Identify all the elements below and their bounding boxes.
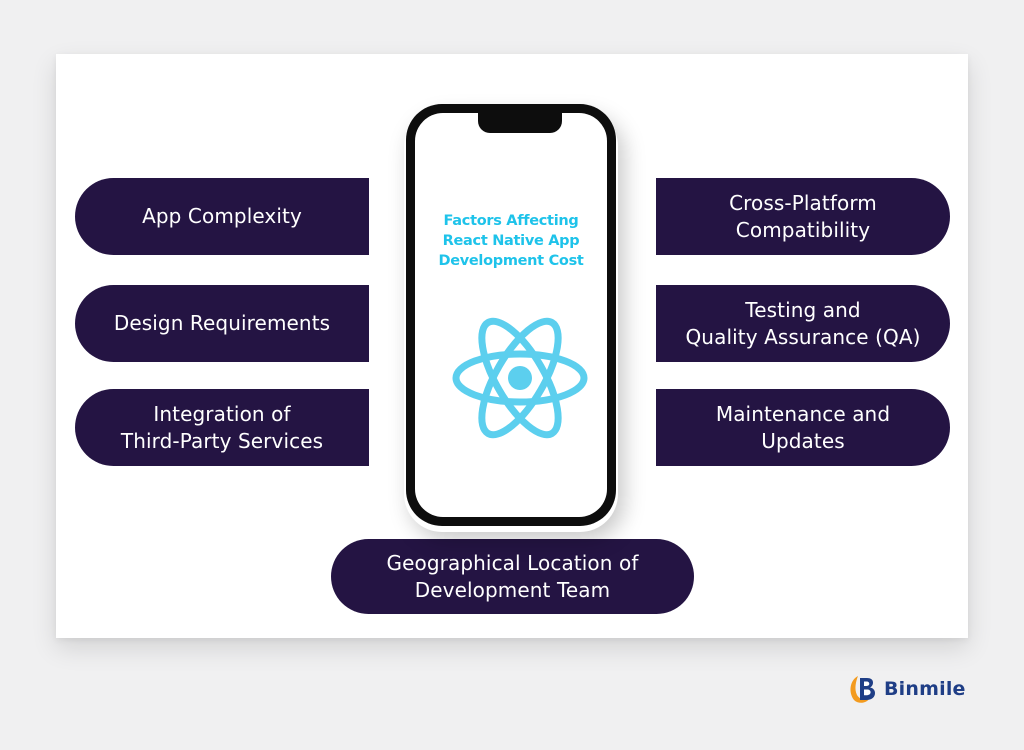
factor-label: Integration of <box>153 401 291 426</box>
factor-app-complexity: App Complexity <box>75 178 369 255</box>
factor-label: Updates <box>761 428 845 453</box>
factor-maintenance-updates: Maintenance and Updates <box>656 389 950 466</box>
factor-cross-platform: Cross-Platform Compatibility <box>656 178 950 255</box>
phone-title: Factors Affecting React Native App Devel… <box>415 211 607 271</box>
factor-label: Design Requirements <box>113 311 331 335</box>
phone-title-line: Development Cost <box>438 253 584 269</box>
phone-mockup: Factors Affecting React Native App Devel… <box>406 104 616 526</box>
factor-label: Testing and <box>745 297 861 322</box>
phone-title-line: Factors Affecting <box>443 213 579 229</box>
factor-testing-qa: Testing and Quality Assurance (QA) <box>656 285 950 362</box>
factor-third-party-integration: Integration of Third-Party Services <box>75 389 369 466</box>
factor-label: Quality Assurance (QA) <box>685 324 921 349</box>
factor-design-requirements: Design Requirements <box>75 285 369 362</box>
brand-name: Binmile <box>884 678 966 700</box>
phone-title-line: React Native App <box>442 233 580 249</box>
phone-notch <box>478 113 562 133</box>
factor-label: App Complexity <box>142 204 302 228</box>
factor-label: Maintenance and <box>715 401 891 426</box>
factor-label: Geographical Location of <box>386 550 639 575</box>
brand: Binmile <box>846 672 966 706</box>
binmile-logo-icon <box>850 676 875 703</box>
factor-label: Cross-Platform <box>729 190 877 215</box>
react-logo-icon <box>452 317 588 439</box>
factor-label: Development Team <box>414 577 611 602</box>
factor-label: Compatibility <box>735 217 871 242</box>
factor-geographical-location: Geographical Location of Development Tea… <box>331 539 694 614</box>
phone-screen: Factors Affecting React Native App Devel… <box>415 113 607 517</box>
factor-label: Third-Party Services <box>120 428 324 453</box>
